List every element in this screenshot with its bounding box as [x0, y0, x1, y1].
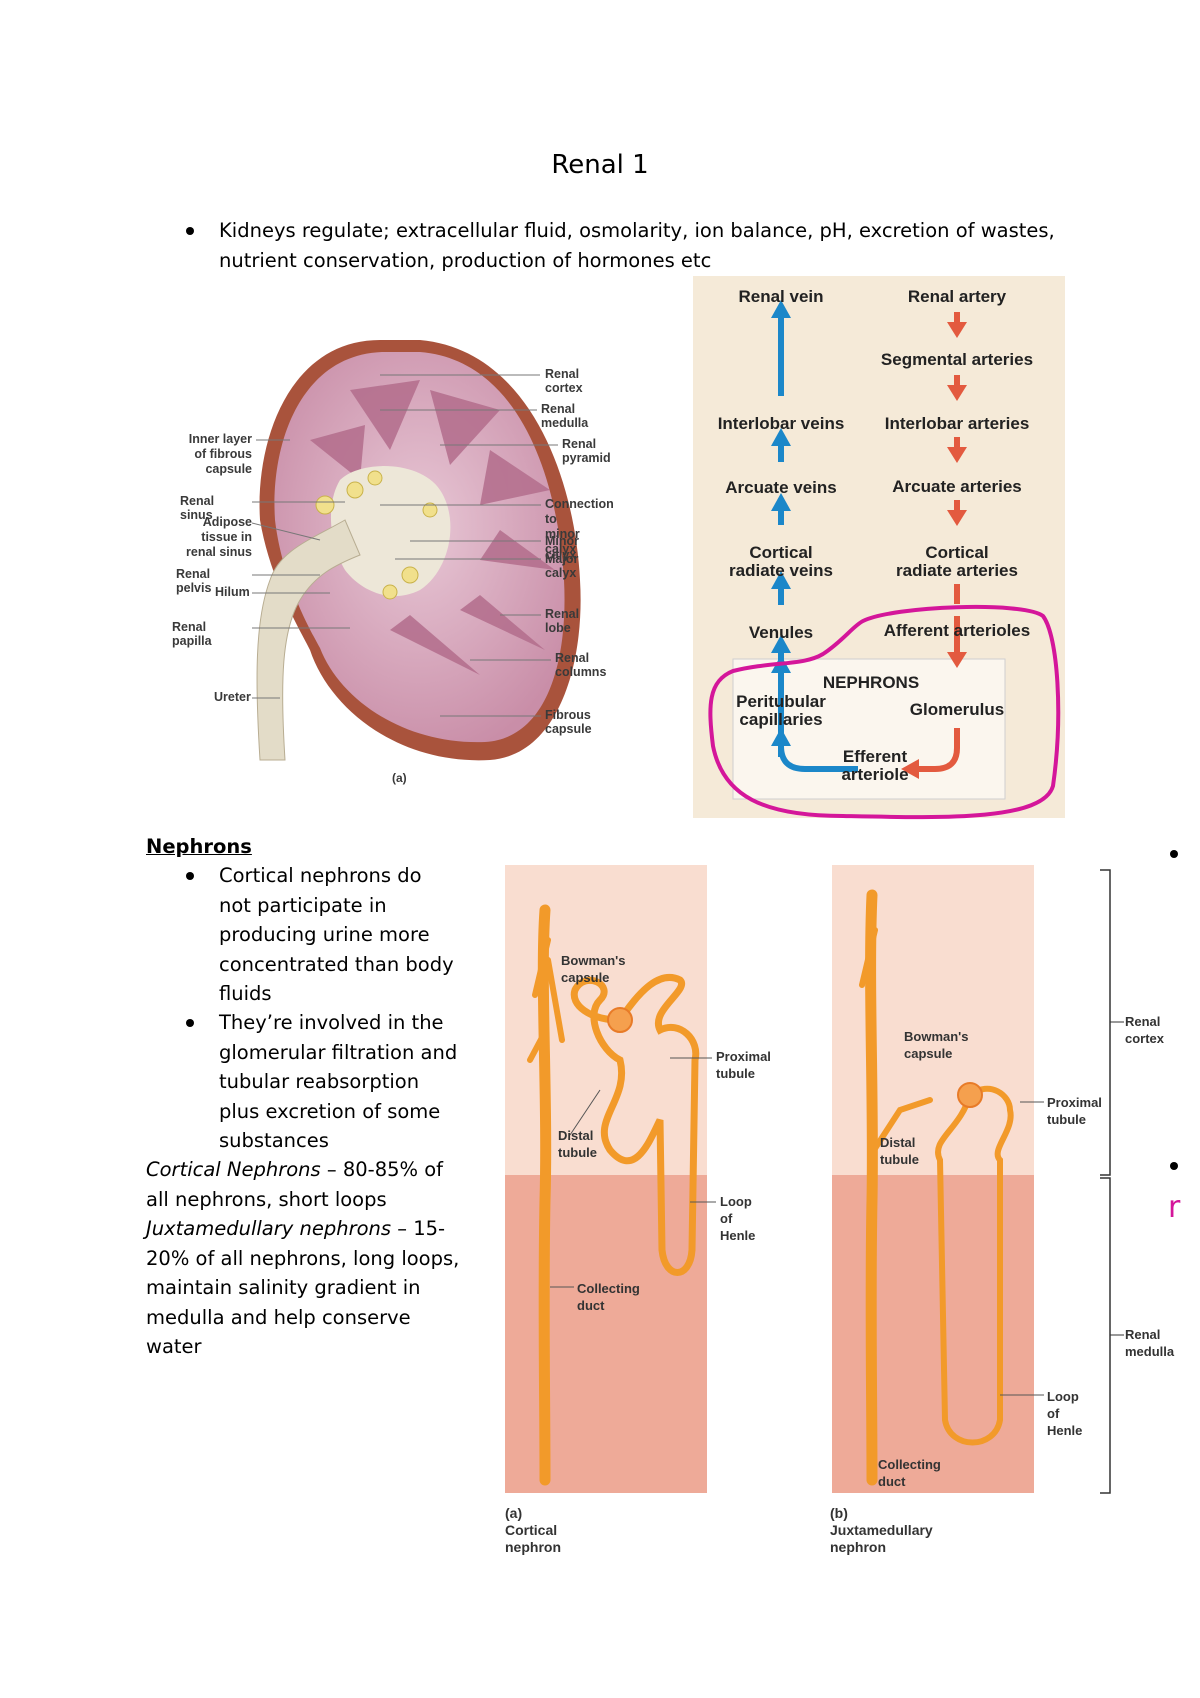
bullet-dot: [186, 227, 194, 235]
label-renal-lobe: Renal lobe: [545, 607, 580, 635]
b-bowmans-label: Bowman's capsule: [904, 1029, 969, 1061]
bowmans-capsule-b: [957, 1082, 983, 1108]
flow-cortical-veins-2: radiate veins: [729, 561, 833, 580]
flow-afferent: Afferent arterioles: [884, 621, 1030, 640]
renal-sinus-shape: [330, 466, 451, 597]
page-title: Renal 1: [551, 150, 649, 180]
renal-pyramids: [310, 380, 555, 675]
flow-efferent-1: Efferent: [843, 747, 908, 766]
label-renal-columns: Renal columns: [555, 651, 607, 679]
flow-peritubular-2: capillaries: [739, 710, 822, 729]
nephron-a-panel-medulla: [505, 1175, 707, 1493]
kidney-diagram: [256, 340, 581, 761]
flow-venules: Venules: [749, 623, 813, 642]
flow-peritubular-1: Peritubular: [736, 692, 826, 711]
kidney-caption: (a): [392, 771, 407, 785]
bullet-dot: [186, 872, 194, 880]
label-renal-pelvis: Renal pelvis: [176, 567, 212, 595]
label-fibrous-capsule: Fibrous capsule: [545, 708, 592, 736]
nephrons-heading: Nephrons: [146, 835, 252, 858]
flow-arcuate-veins: Arcuate veins: [725, 478, 837, 497]
flow-arcuate-arteries: Arcuate arteries: [892, 477, 1021, 496]
flow-interlobar-arteries: Interlobar arteries: [885, 414, 1030, 433]
b-caption: (b) Juxtamedullary nephron: [830, 1505, 933, 1555]
renal-medulla-bracket: [1100, 1177, 1111, 1494]
label-renal-medulla: Renal medulla: [541, 402, 589, 430]
flow-renal-artery: Renal artery: [908, 287, 1007, 306]
flow-cortical-arteries-1: Cortical: [925, 543, 988, 562]
adipose-tissue: [315, 470, 438, 600]
highlight-loop: [708, 604, 1061, 820]
artery-arrows: [901, 312, 967, 779]
a-caption: (a) Cortical nephron: [505, 1505, 561, 1555]
flow-glomerulus: Glomerulus: [910, 700, 1004, 719]
label-major-calyx: Major calyx: [545, 552, 579, 580]
nephron-bullet-1: Cortical nephrons do not participate in …: [219, 864, 454, 1005]
nephron-b-tubule: [935, 1085, 1014, 1446]
label-renal-pyramid: Renal pyramid: [562, 437, 611, 465]
flow-interlobar-veins: Interlobar veins: [718, 414, 845, 433]
intro-bullet-line-1: Kidneys regulate; extracellular fluid, o…: [219, 219, 1055, 242]
flow-efferent-2: arteriole: [841, 765, 908, 784]
flow-segmental-arteries: Segmental arteries: [881, 350, 1033, 369]
label-minor-calyx: Minor calyx: [545, 534, 580, 562]
nephron-a-tubule: [570, 973, 700, 1276]
collecting-duct-b: [865, 889, 878, 1486]
blood-flow-diagram: Renal vein Renal artery Segmental arteri…: [708, 287, 1061, 820]
bowmans-capsule-a: [607, 1007, 633, 1033]
collecting-duct-a: [537, 904, 552, 1486]
flow-nephrons: NEPHRONS: [823, 673, 919, 692]
bullet-dot: [1170, 1162, 1178, 1170]
bullet-dot: [186, 1019, 194, 1027]
label-renal-papilla: Renal papilla: [172, 620, 212, 648]
flow-cortical-veins-1: Cortical: [749, 543, 812, 562]
flow-cortical-arteries-2: radiate arteries: [896, 561, 1018, 580]
intro-bullet-line-2: nutrient conservation, production of hor…: [219, 249, 712, 272]
label-ureter: Ureter: [214, 690, 251, 704]
a-bowmans-label: Bowman's capsule: [561, 953, 626, 985]
renal-cortex-bracket: [1100, 869, 1111, 1176]
edge-fragment: r: [1168, 1190, 1181, 1225]
label-renal-cortex: Renal cortex: [545, 367, 583, 395]
ureter-shape: [256, 519, 361, 761]
nephron-bullet-2: They’re involved in the glomerular filtr…: [219, 1011, 458, 1152]
cortical-nephrons-note: Cortical Nephrons – 80-85% of all nephro…: [146, 1158, 460, 1358]
flow-renal-vein: Renal vein: [738, 287, 823, 306]
label-hilum: Hilum: [215, 585, 250, 599]
label-renal-sinus: Renal sinus: [180, 494, 215, 522]
bullet-dot: [1170, 850, 1178, 858]
